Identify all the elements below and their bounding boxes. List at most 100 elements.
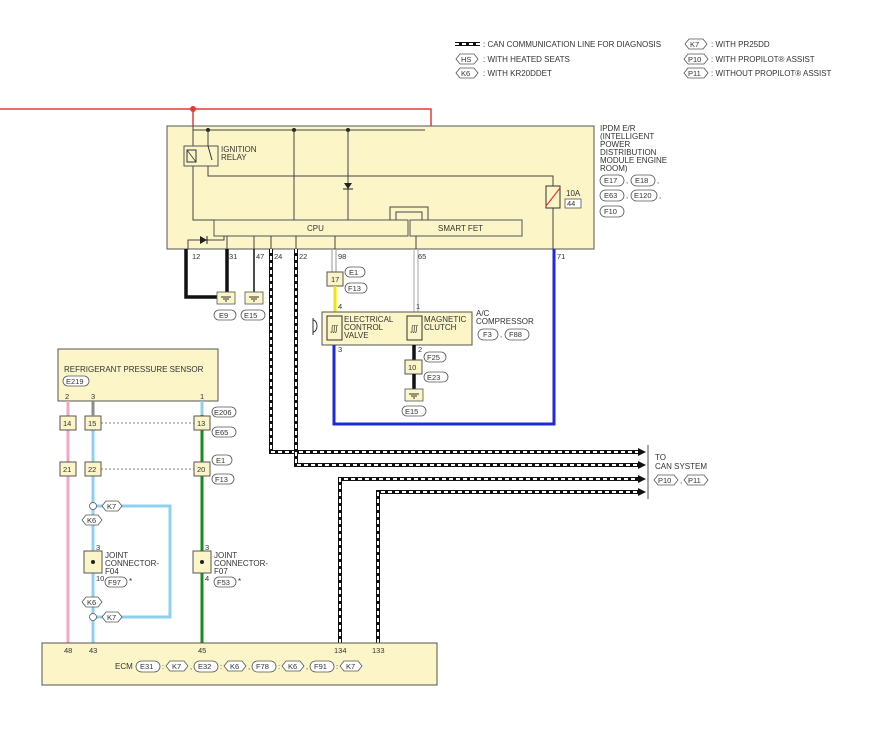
fuse-rating: 10A: [566, 189, 581, 198]
ipdm-pin-47: 47: [256, 252, 264, 261]
svg-text::: :: [220, 662, 222, 671]
harness-conn-e1: E1: [216, 456, 225, 465]
svg-text:∭: ∭: [410, 324, 419, 333]
ipdm-conn-e63: E63: [604, 191, 617, 200]
svg-text:*: *: [238, 577, 241, 586]
ipdm-title-line3: POWER: [600, 140, 630, 149]
svg-text:4: 4: [205, 574, 209, 583]
legend-p11-tag-text: P11: [688, 69, 701, 78]
ecm-conn-e31: E31: [140, 662, 153, 671]
conn-e1-label: E1: [349, 268, 358, 277]
ecm-pin-43: 43: [89, 646, 97, 655]
red-supply-wire: [0, 106, 432, 126]
coil-icon: [326, 315, 343, 341]
joint-k7-top-tag: K7: [107, 502, 116, 511]
legend-p11-text: : WITHOUT PROPILOT® ASSIST: [711, 69, 832, 78]
can-system-line2: CAN SYSTEM: [655, 462, 707, 471]
diode-icon: [344, 183, 352, 189]
harness-conn-e65: E65: [215, 428, 228, 437]
svg-text:17: 17: [331, 275, 339, 284]
svg-text:10: 10: [96, 574, 104, 583]
harness-pin-21: 21: [63, 465, 71, 474]
f04-label-line3: F04: [105, 567, 119, 576]
svg-text:3: 3: [205, 543, 209, 552]
clutch-label-line1: MAGNETIC: [424, 315, 466, 324]
joint-k6-bottom-tag: K6: [87, 598, 96, 607]
ecm-tag-k6: K6: [230, 662, 239, 671]
ipdm-title-line2: (INTELLIGENT: [600, 132, 654, 141]
joint-k7-bottom-tag: K7: [107, 613, 116, 622]
sensor-wires: 14 15 13 E206 E65 21 22 20 E1 F13 K7 K6 …: [59, 401, 268, 643]
legend-can-text: : CAN COMMUNICATION LINE FOR DIAGNOSIS: [483, 40, 661, 49]
can-p11-tag: P11: [688, 476, 701, 485]
ecm-conn-f91: F91: [314, 662, 327, 671]
clutch-label-line2: CLUTCH: [424, 323, 457, 332]
arrow-right-icon: [638, 461, 646, 469]
ecm-pin-134: 134: [334, 646, 347, 655]
conn-e23-label: E23: [427, 373, 440, 382]
refrigerant-pressure-sensor: REFRIGERANT PRESSURE SENSOR E219 2 3 1: [57, 348, 219, 402]
legend-k7-tag-text: K7: [690, 40, 699, 49]
arrow-right-icon: [638, 448, 646, 456]
ignition-relay: [183, 145, 219, 167]
relay-coil-icon: [186, 149, 197, 163]
sensor-box: [57, 348, 219, 402]
svg-text:2: 2: [418, 345, 422, 354]
ecv-label-line3: VALVE: [344, 331, 369, 340]
can-lines: TO CAN SYSTEM P10 , P11: [269, 249, 709, 643]
legend-p10-tag: [683, 53, 709, 65]
f04-label-line1: JOINT: [105, 551, 128, 560]
legend-k7-text: : WITH PR25DD: [711, 40, 770, 49]
svg-text:1: 1: [416, 302, 420, 311]
ground-e9-label: E9: [219, 311, 228, 320]
harness-conn-e206: E206: [214, 408, 232, 417]
ecm-tag-k6-2: K6: [288, 662, 297, 671]
fuse-number: 44: [567, 199, 575, 208]
ipdm-pin-12: 12: [192, 252, 200, 261]
legend-p10-tag-text: P10: [688, 55, 701, 64]
legend-hs-tag: [455, 53, 479, 65]
ipdm-pin-65: 65: [418, 252, 426, 261]
svg-text:,: ,: [659, 191, 661, 200]
svg-text:,: ,: [626, 176, 628, 185]
legend-k6-tag-text: K6: [461, 69, 470, 78]
diode-icon: [200, 236, 207, 244]
ground-icon: [404, 388, 424, 402]
legend-k6-text: : WITH KR20DDET: [483, 69, 552, 78]
ac-compressor: 17 E1 F13 4 1 ∭ ELECTRICAL CONTROL VALVE…: [312, 249, 534, 417]
svg-text:3: 3: [91, 392, 95, 401]
svg-text:4: 4: [338, 302, 342, 311]
ecm-module: 48 43 45 134 133 ECM E31 : K7 , E32 : K6…: [41, 642, 438, 686]
ecm-conn-f78: F78: [256, 662, 269, 671]
ecv-label-line2: CONTROL: [344, 323, 384, 332]
conn-f25-label: F25: [427, 353, 440, 362]
relay-switch-icon: [207, 145, 213, 161]
ecm-conn-e32: E32: [198, 662, 211, 671]
ipdm-title-line6: ROOM): [600, 164, 628, 173]
harness-pin-20: 20: [197, 465, 205, 474]
can-p10-tag: P10: [658, 476, 671, 485]
svg-text:,: ,: [306, 662, 308, 671]
compressor-title-line1: A/C: [476, 309, 490, 318]
ipdm-title-line5: MODULE ENGINE: [600, 156, 667, 165]
cpu-block: [213, 219, 409, 237]
svg-text:3: 3: [96, 543, 100, 552]
f04-conn-f97: F97: [108, 578, 121, 587]
ipdm-pin-71: 71: [557, 252, 565, 261]
relay-label-line2: RELAY: [221, 153, 247, 162]
f07-conn-f53: F53: [217, 578, 230, 587]
ipdm-title-line1: IPDM E/R: [600, 124, 636, 133]
ipdm-conn-e18: E18: [635, 176, 648, 185]
svg-text:*: *: [129, 577, 132, 586]
ecv-label-line1: ELECTRICAL: [344, 315, 394, 324]
ipdm-pin-22: 22: [299, 252, 307, 261]
ground-icon: [244, 291, 264, 305]
harness-conn-f13: F13: [215, 475, 228, 484]
harness-pin-15: 15: [88, 419, 96, 428]
arrow-right-icon: [638, 488, 646, 496]
svg-text:,: ,: [680, 476, 682, 485]
compressor-conn-f3: F3: [483, 330, 492, 339]
red-splice-dot: [190, 106, 196, 112]
harness-pin-14: 14: [63, 419, 71, 428]
